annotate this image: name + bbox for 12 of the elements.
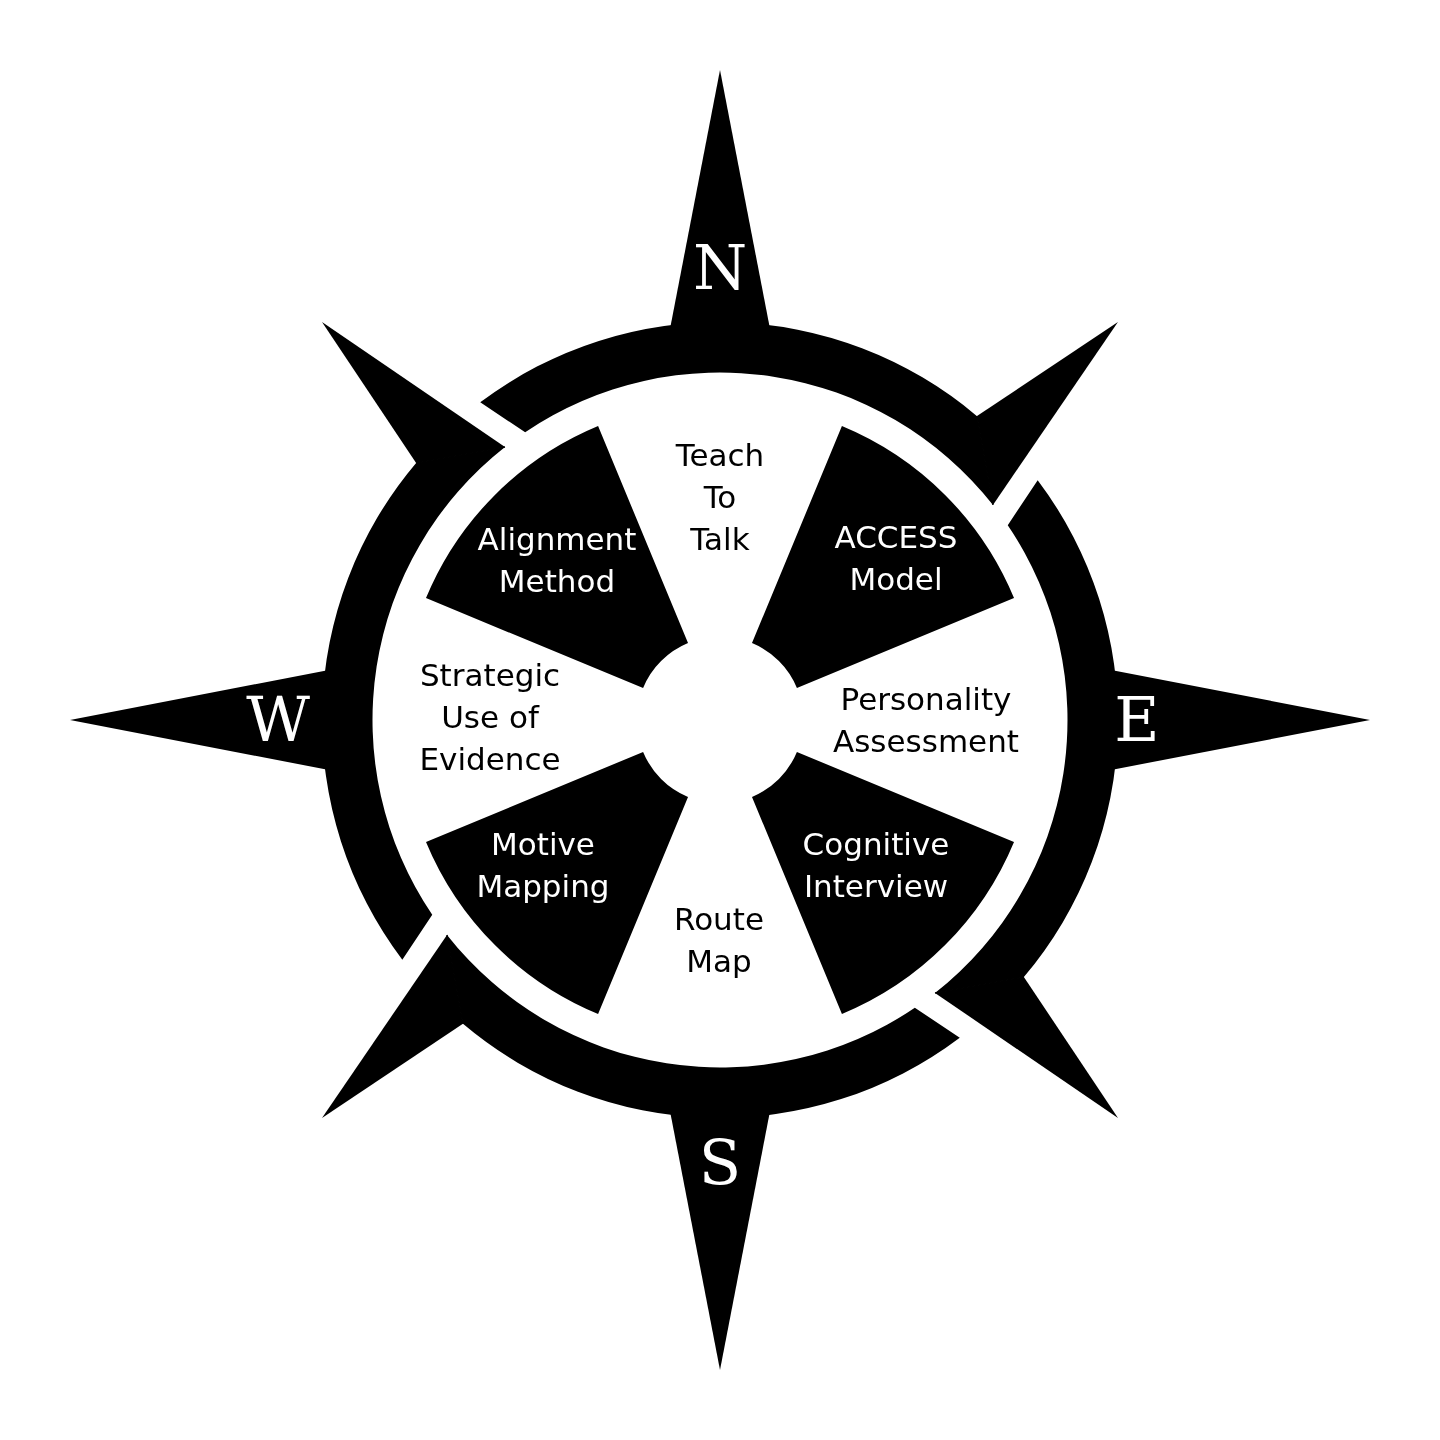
sector-label: Personality Assessment [832, 680, 1020, 761]
sector-label: ACCESS Model [833, 518, 959, 599]
sector-label: Route Map [673, 900, 765, 981]
direction-letter: N [692, 237, 748, 299]
sector-label: Alignment Method [476, 520, 638, 601]
sector-label: Cognitive Interview [801, 825, 951, 906]
sector-label: Teach To Talk [674, 436, 766, 559]
sector-label: Strategic Use of Evidence [418, 656, 562, 779]
direction-letter: E [1114, 689, 1160, 751]
sector-label: Motive Mapping [475, 825, 611, 906]
direction-letter: S [698, 1132, 742, 1194]
direction-letter: W [246, 689, 310, 751]
